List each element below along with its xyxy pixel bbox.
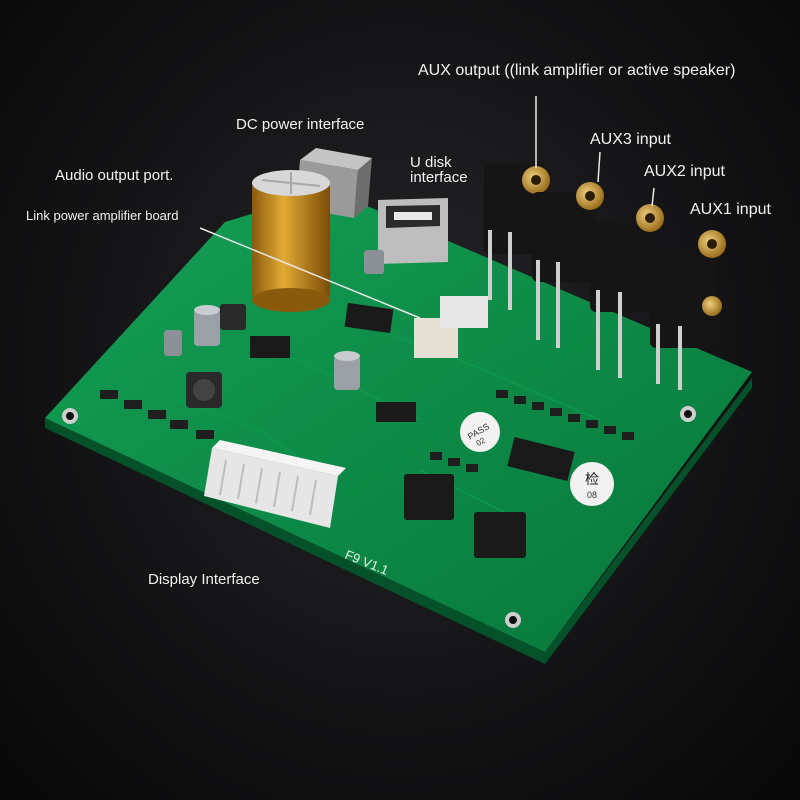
rca-aux2 bbox=[590, 204, 664, 378]
usb-port bbox=[378, 198, 448, 264]
label-display-interface: Display Interface bbox=[148, 571, 260, 588]
rca-aux1 bbox=[650, 230, 726, 390]
qc-stamps bbox=[460, 412, 614, 506]
label-udisk-line2: interface bbox=[410, 169, 468, 186]
label-aux-output: AUX output ((link amplifier or active sp… bbox=[418, 62, 736, 79]
smd-components bbox=[100, 390, 634, 472]
relay-and-connector bbox=[414, 296, 488, 358]
label-aux2-input: AUX2 input bbox=[644, 163, 725, 180]
inspect-code: 08 bbox=[587, 490, 597, 500]
rca-jacks bbox=[484, 164, 726, 390]
rca-aux3 bbox=[532, 182, 604, 348]
ic-chips bbox=[250, 302, 575, 558]
rca-aux-output bbox=[484, 164, 550, 310]
electrolytic-capacitor bbox=[252, 170, 330, 312]
callout-lines bbox=[199, 96, 655, 319]
label-udisk-line1: U disk bbox=[410, 154, 452, 171]
display-connector bbox=[204, 440, 346, 528]
label-link-power-amplifier: Link power amplifier board bbox=[26, 208, 179, 223]
inspect-stamp: 检 bbox=[585, 472, 599, 488]
label-audio-output: Audio output port. bbox=[55, 167, 174, 184]
inductors bbox=[186, 304, 246, 408]
label-aux1-input: AUX1 input bbox=[690, 201, 771, 218]
label-dc-power: DC power interface bbox=[236, 116, 365, 133]
mounting-holes bbox=[62, 406, 696, 628]
label-aux3-input: AUX3 input bbox=[590, 131, 671, 148]
small-capacitors bbox=[164, 250, 384, 390]
